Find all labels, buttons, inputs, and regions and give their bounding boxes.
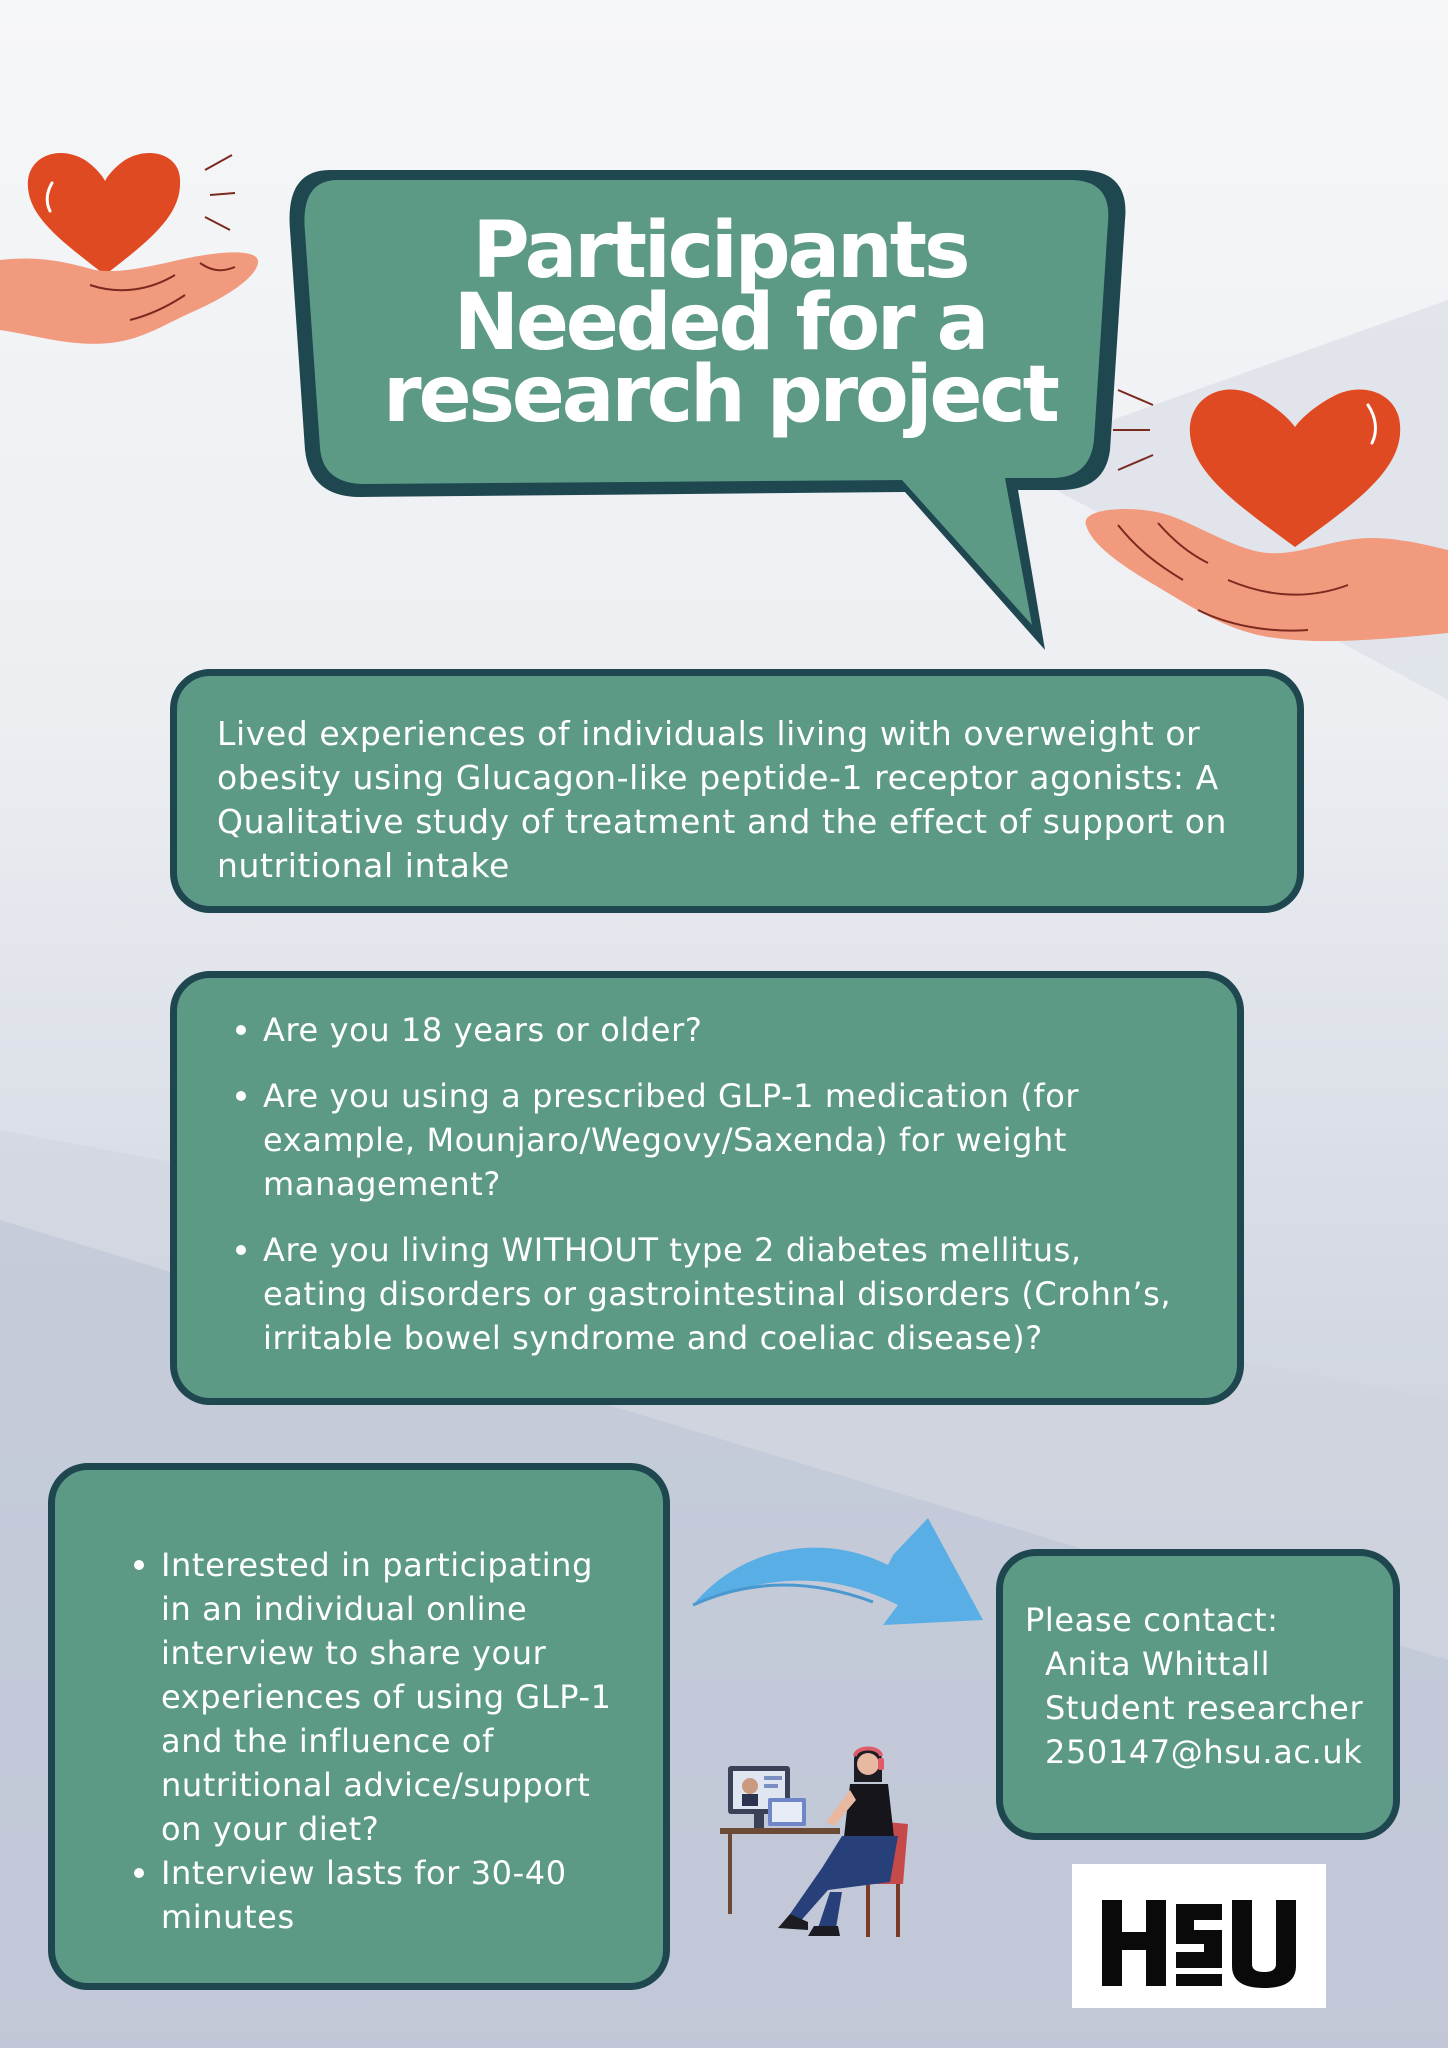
title-line-1: Participants — [472, 206, 971, 296]
title-line-2: Needed for a — [453, 278, 990, 368]
interest-box: Interested in participating in an indivi… — [48, 1463, 670, 1990]
title-speech-bubble — [289, 170, 1126, 650]
list-item: Interested in participating in an indivi… — [134, 1543, 633, 1851]
person-at-computer-illustration — [720, 1746, 908, 1937]
hsu-logo-mark — [1102, 1900, 1296, 1988]
title-line-3: research project — [383, 350, 1060, 440]
heart-in-hand-icon — [0, 152, 259, 344]
eligibility-box: Are you 18 years or older? Are you using… — [170, 971, 1244, 1405]
list-item: Are you living WITHOUT type 2 diabetes m… — [236, 1228, 1197, 1360]
contact-email[interactable]: 250147@hsu.ac.uk — [1045, 1733, 1363, 1771]
study-description: Lived experiences of individuals living … — [217, 714, 1228, 885]
hsu-logo — [1072, 1864, 1326, 2008]
list-item: Are you using a prescribed GLP-1 medicat… — [236, 1074, 1197, 1206]
contact-role: Student researcher — [1045, 1689, 1364, 1727]
heart-in-hand-icon — [1085, 389, 1448, 642]
curved-arrow-icon — [692, 1518, 983, 1625]
eligibility-list: Are you 18 years or older? Are you using… — [236, 1008, 1197, 1360]
page-title: Participants Needed for a research proje… — [300, 206, 1140, 440]
interest-list: Interested in participating in an indivi… — [134, 1543, 633, 1939]
list-item: Interview lasts for 30-40 minutes — [134, 1851, 633, 1939]
study-description-box: Lived experiences of individuals living … — [170, 669, 1304, 913]
contact-heading: Please contact: — [1025, 1601, 1279, 1639]
contact-name: Anita Whittall — [1045, 1645, 1271, 1683]
list-item: Are you 18 years or older? — [236, 1008, 1197, 1052]
contact-box: Please contact: Anita Whittall Student r… — [996, 1549, 1400, 1840]
